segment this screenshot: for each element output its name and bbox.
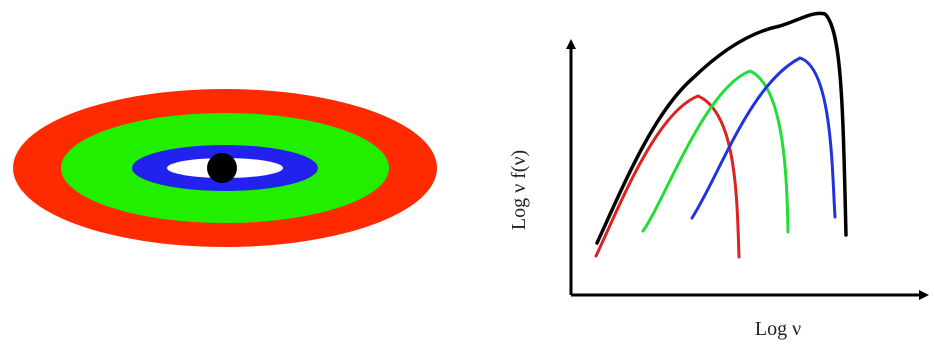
red-component-curve — [594, 94, 741, 259]
y-axis-label: Log ν f(ν) — [508, 150, 530, 230]
disk-diagram — [13, 89, 437, 247]
x-axis-label: Log ν — [755, 318, 801, 340]
central-black-hole — [207, 153, 237, 183]
blue-component-curve — [690, 56, 837, 220]
green-component-curve — [641, 69, 790, 234]
sed-plot: Log ν f(ν) Log ν — [508, 11, 929, 340]
total-sed-curve — [595, 11, 848, 245]
